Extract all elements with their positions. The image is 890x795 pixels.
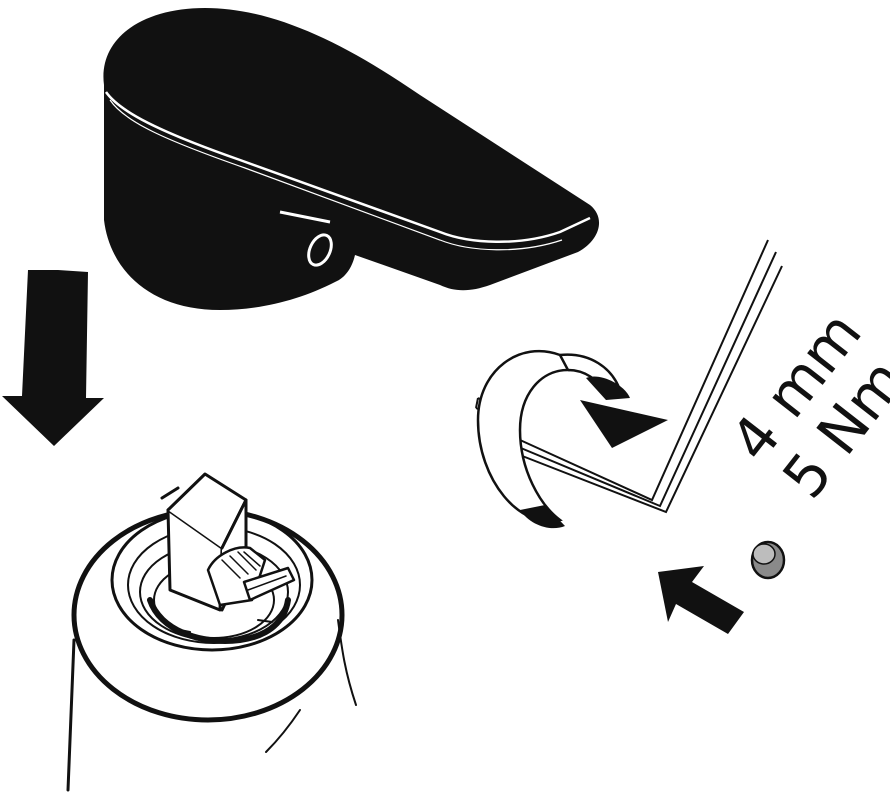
cover-plug-icon — [750, 540, 786, 580]
insert-arrow-icon — [658, 566, 744, 634]
lever-handle-icon — [103, 8, 600, 310]
valve-body-icon — [66, 472, 357, 792]
rotation-arrow-icon — [476, 349, 668, 529]
down-arrow-icon — [2, 270, 104, 446]
